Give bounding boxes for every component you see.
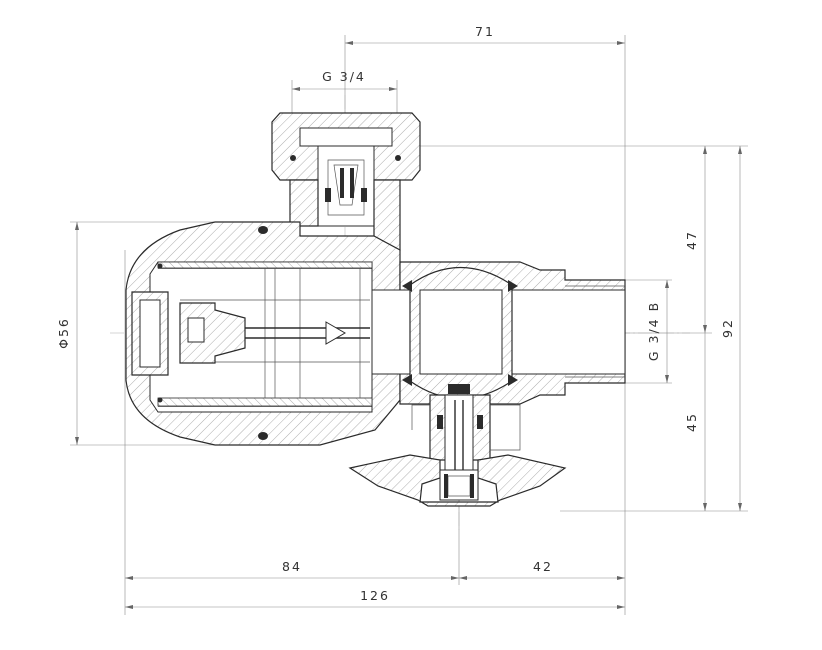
dim-left-length: 84 <box>282 559 302 574</box>
valve-body <box>125 112 626 507</box>
dim-inlet-thread: G 3/4 <box>322 69 366 84</box>
dimension-labels: 71 G 3/4 Φ56 47 45 92 G 3/4 B 84 42 126 <box>56 24 735 603</box>
dim-total-height: 92 <box>720 318 735 338</box>
dim-lower-height: 45 <box>684 412 699 432</box>
dim-body-diameter: Φ56 <box>56 317 71 349</box>
dim-total-length: 126 <box>360 588 390 603</box>
dimension-lines <box>75 41 742 609</box>
dim-upper-height: 47 <box>684 230 699 250</box>
dim-outlet-thread: G 3/4 B <box>646 301 661 361</box>
dim-right-length: 42 <box>533 559 553 574</box>
dim-top-width: 71 <box>475 24 495 39</box>
